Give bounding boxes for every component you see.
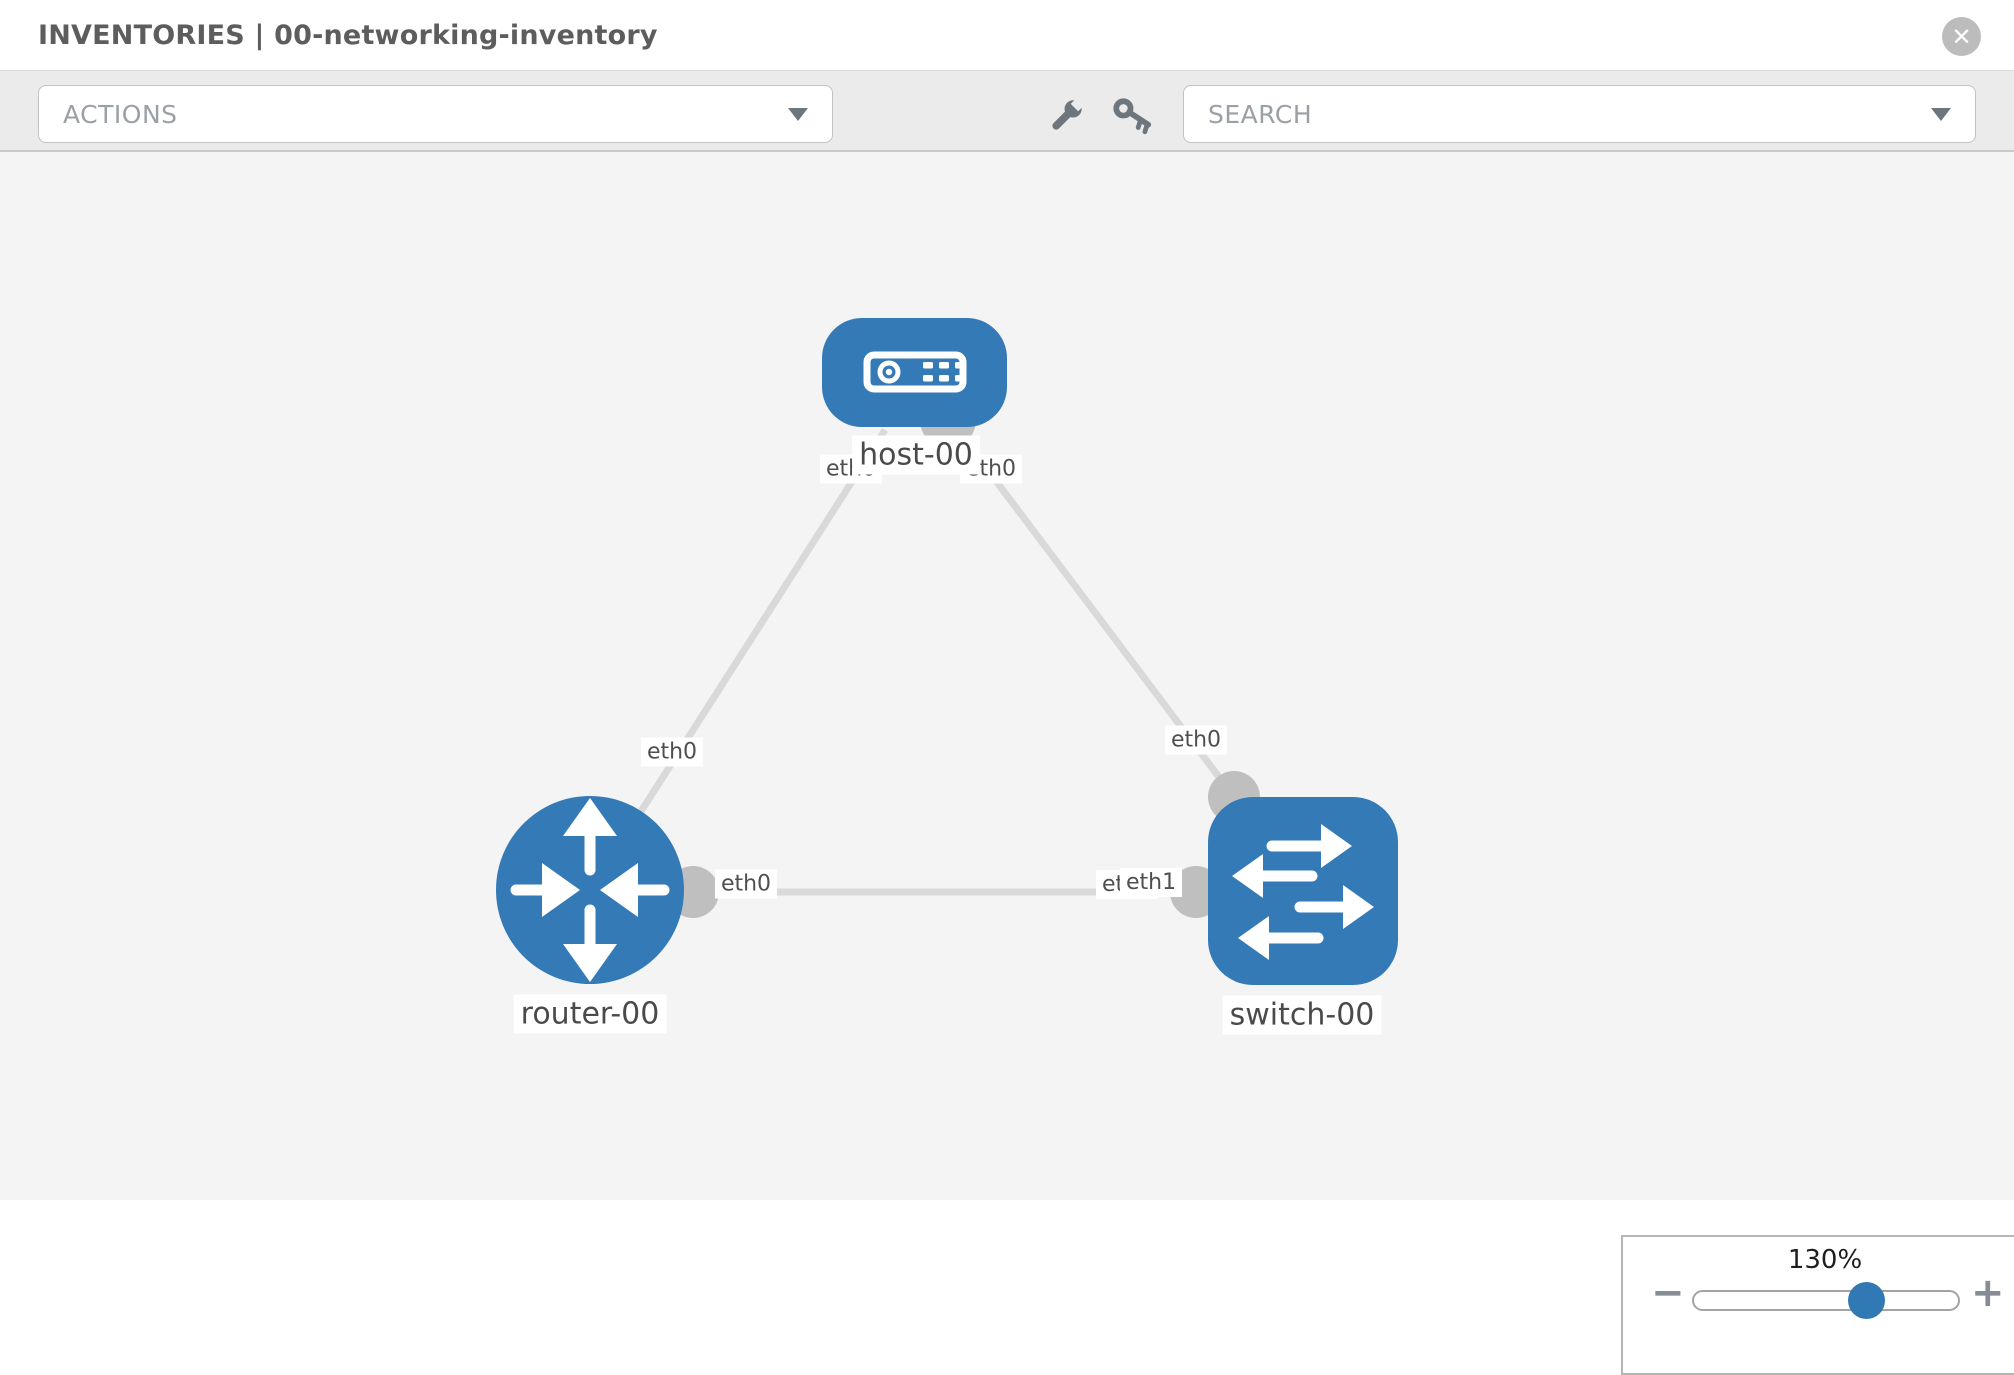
- node-switch[interactable]: [1208, 797, 1398, 985]
- zoom-slider-handle[interactable]: [1848, 1282, 1885, 1319]
- actions-dropdown-label: ACTIONS: [63, 99, 178, 129]
- close-icon-glyph: ✕: [1951, 22, 1972, 51]
- zoom-panel: 130% − +: [1621, 1235, 2014, 1375]
- topology-graph: [496, 318, 1398, 985]
- zoom-slider-track[interactable]: [1692, 1290, 1960, 1311]
- switch-icon: [1232, 824, 1374, 960]
- topology-canvas[interactable]: eth0 eth0 eth0 eth0 eth0 eth0 eth1 host-…: [0, 152, 2014, 1375]
- interface-label-switch-left: eth1: [1120, 868, 1183, 897]
- actions-dropdown[interactable]: ACTIONS: [38, 85, 833, 143]
- search-dropdown[interactable]: SEARCH: [1183, 85, 1976, 143]
- wrench-icon[interactable]: [1044, 96, 1086, 138]
- node-label-router: router-00: [513, 994, 667, 1034]
- caret-down-icon: [788, 107, 808, 121]
- host-icon: [863, 351, 967, 393]
- node-router[interactable]: [496, 796, 684, 984]
- node-host[interactable]: [822, 318, 1007, 427]
- interface-label-router-right: eth0: [714, 869, 778, 899]
- page-title: INVENTORIES | 00-networking-inventory: [38, 20, 658, 51]
- node-label-host: host-00: [852, 435, 980, 475]
- search-dropdown-label: SEARCH: [1208, 99, 1313, 129]
- zoom-in-button[interactable]: +: [1971, 1270, 2005, 1316]
- zoom-level: 130%: [1787, 1245, 1863, 1275]
- router-icon: [510, 798, 670, 982]
- close-icon[interactable]: ✕: [1942, 17, 1981, 56]
- node-label-switch: switch-00: [1222, 995, 1382, 1035]
- interface-label-router-top: eth0: [640, 737, 704, 767]
- toolbar: ACTIONS SEARCH: [0, 70, 2014, 152]
- header: INVENTORIES | 00-networking-inventory ✕: [0, 0, 2014, 70]
- zoom-out-button[interactable]: −: [1651, 1270, 1685, 1316]
- interface-label-switch-top: eth0: [1164, 725, 1228, 755]
- caret-down-icon: [1931, 107, 1951, 121]
- key-icon[interactable]: [1111, 96, 1153, 138]
